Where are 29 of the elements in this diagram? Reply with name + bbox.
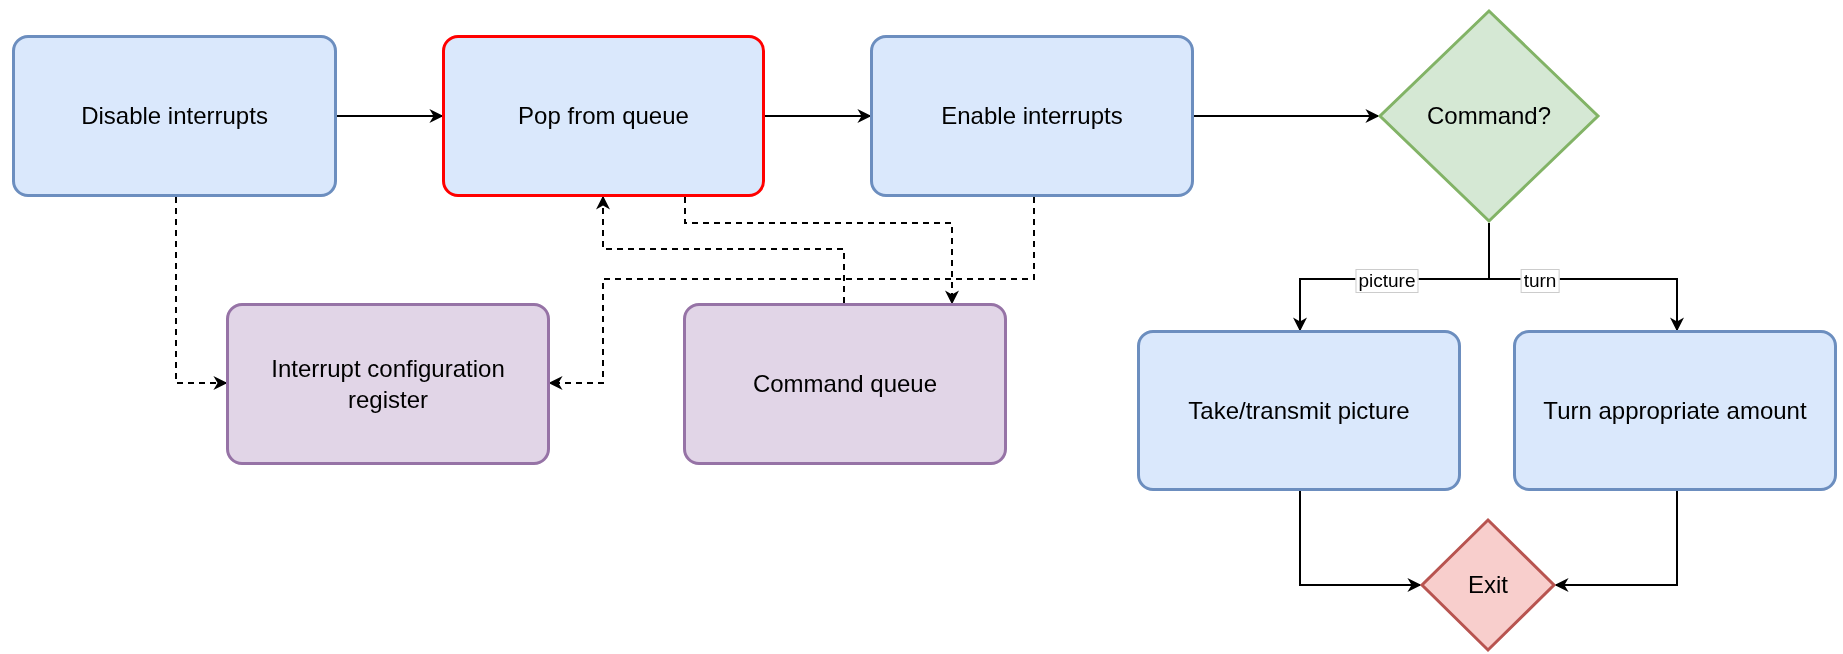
node-label: Enable interrupts xyxy=(940,101,1124,132)
node-label: Turn appropriate amount xyxy=(1542,395,1808,426)
register-box xyxy=(226,303,550,465)
process-box xyxy=(870,35,1194,197)
arrow xyxy=(336,109,444,123)
queue-box xyxy=(683,303,1007,465)
decision-diamond xyxy=(1378,9,1600,223)
node-label: Command? xyxy=(1425,101,1553,132)
process-box xyxy=(12,35,337,197)
node-label: Exit xyxy=(1467,570,1509,601)
node-label: Pop from queue xyxy=(517,101,690,132)
arrow xyxy=(1554,490,1678,592)
process-box xyxy=(442,35,765,197)
arrow xyxy=(175,196,228,390)
end-diamond xyxy=(1420,518,1556,652)
arrow xyxy=(1193,109,1380,123)
edge-label: turn xyxy=(1520,269,1560,293)
arrow xyxy=(596,195,845,304)
node-label: Disable interrupts xyxy=(80,101,269,132)
edge-label: picture xyxy=(1355,269,1419,293)
arrow xyxy=(548,196,1035,390)
arrow xyxy=(764,109,872,123)
arrow xyxy=(684,196,959,305)
node-label: Command queue xyxy=(751,369,939,400)
arrow xyxy=(1299,490,1422,592)
node-label: Interrupt configuration register xyxy=(270,353,506,415)
node-label: Take/transmit picture xyxy=(1187,395,1411,426)
process-box xyxy=(1137,330,1461,491)
process-box xyxy=(1513,330,1837,491)
